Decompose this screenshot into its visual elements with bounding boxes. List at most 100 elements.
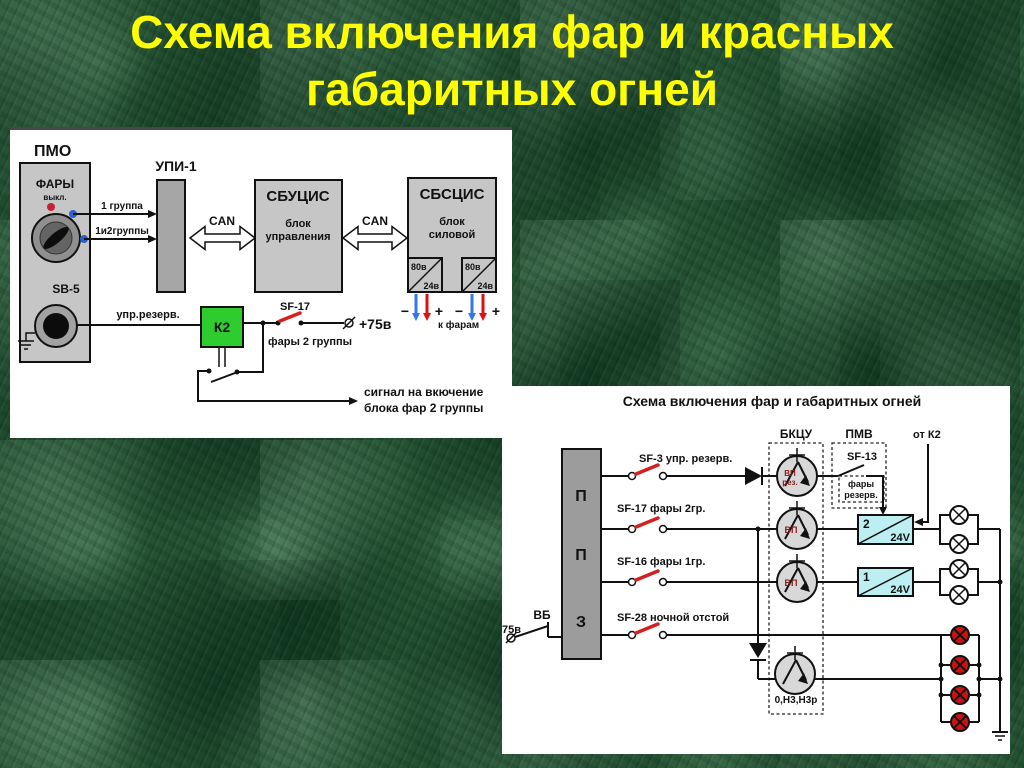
headlight-pair-1 [939, 559, 979, 605]
diagram-panel-headlight-control: ПМО ФАРЫ выкл. SB-5 1 группа 1и2групп [10, 127, 512, 438]
ppz-box [561, 448, 602, 660]
headlight-lamp-icon [949, 585, 969, 605]
sf17-breaker-icon [626, 516, 669, 535]
headlight-switch-state: выкл. [43, 193, 66, 202]
sbscis-module: СБСЦИС блок силовой 80в 24в 80в 24в [407, 177, 497, 293]
plus-sign: + [435, 303, 443, 319]
common-bus [992, 529, 1008, 741]
can2-label: CAN [362, 214, 388, 228]
sf28-label: SF-28 ночной отстой [617, 612, 729, 624]
ground-icon [18, 332, 35, 350]
vp2-label: ВП [785, 525, 798, 535]
marker-transistor-icon [774, 645, 816, 695]
diode-icon [745, 467, 763, 485]
sbucis-sub2: управления [265, 231, 330, 243]
ot-k2-feed: от К2 [913, 429, 941, 526]
can-double-arrow-icon [341, 224, 409, 252]
arrowhead [349, 397, 358, 405]
wire2-label: 1и2группы [95, 226, 149, 237]
headlight-lamp-icon [949, 534, 969, 554]
ppz-letter-z: З [576, 614, 586, 631]
sbucis-title: СБУЦИС [266, 188, 329, 205]
sbscis-title: СБСЦИС [420, 186, 485, 203]
ppz-letter-p1: П [575, 488, 587, 505]
sf3-breaker-icon [626, 463, 669, 482]
sb5-push-button-icon [34, 304, 78, 348]
to-headlights-label: к фарам [438, 319, 479, 331]
converter-1: 1 24V [857, 567, 914, 597]
sbucis-module: СБУЦИС блок управления [254, 179, 343, 293]
upi1-box [156, 179, 186, 293]
arrowhead [914, 518, 923, 526]
upr-rezerv-label: упр.резерв. [116, 309, 179, 321]
headlight-pair-2 [939, 505, 979, 554]
sf16-label: SF-16 фары 1гр. [617, 556, 705, 568]
converter-a-in: 80в [411, 262, 427, 272]
diagram-panel-marker-lights: Схема включения фар и габаритных огней Б… [502, 386, 1010, 754]
red-marker-lamp-icon [950, 625, 970, 645]
sf13-label: SF-13 [847, 451, 877, 463]
converter-b-out: 24в [477, 281, 493, 291]
k2-label: К2 [214, 319, 231, 335]
headlight-lamp-icon [949, 505, 969, 525]
red-marker-lamp-icon [950, 655, 970, 675]
vp-rez-transistor-icon [776, 447, 818, 497]
v75-label: 75в [502, 624, 521, 636]
fary2-label: фары 2 группы [268, 336, 352, 348]
marker-driver-branch: 0,Н3,Н3р [749, 529, 941, 706]
rotary-knob-icon [31, 213, 81, 263]
vp-rez-label-2: рез. [782, 478, 798, 487]
converter-1-v: 24V [890, 584, 910, 596]
headlight-lamp-icon [949, 559, 969, 579]
converter-1-num: 1 [863, 570, 870, 584]
supply-terminal-icon [506, 633, 516, 643]
sf3-label: SF-3 упр. резерв. [639, 453, 732, 465]
line-sf28: SF-28 ночной отстой [601, 612, 941, 641]
pmv-label: ПМВ [845, 427, 873, 441]
ground-icon [992, 731, 1008, 741]
arrowhead [412, 313, 420, 321]
minus-sign: − [401, 303, 409, 319]
sf28-breaker-icon [626, 622, 669, 641]
page-title: Схема включения фар и красных габаритных… [0, 4, 1024, 118]
k2-relay-box [200, 306, 244, 348]
headlight-control-diagram: ПМО ФАРЫ выкл. SB-5 1 группа 1и2групп [18, 143, 500, 415]
can-double-arrow-icon [188, 224, 257, 252]
can-bus-1: CAN [188, 214, 257, 252]
sbucis-box [254, 179, 343, 293]
diode-down-icon [749, 643, 767, 661]
line-sf3: SF-3 упр. резерв. ВП рез. SF-13 фары рез… [601, 447, 887, 515]
arrowhead [148, 235, 157, 243]
red-marker-lamp-icon [950, 685, 970, 705]
off-position-dot [47, 203, 55, 211]
can-bus-2: CAN [341, 214, 409, 252]
bkcu-label: БКЦУ [780, 427, 813, 441]
arrowhead [423, 313, 431, 321]
converter-a-out: 24в [423, 281, 439, 291]
sb5-label: SB-5 [52, 282, 80, 296]
marker-driver-label: 0,Н3,Н3р [775, 695, 818, 706]
sf17-label: SF-17 [280, 301, 310, 313]
can1-label: CAN [209, 214, 235, 228]
group-wires: 1 группа 1и2группы [73, 201, 157, 243]
output-feeds: − + − + к фарам [401, 294, 500, 331]
page-title-line-1: Схема включения фар и красных [130, 6, 894, 58]
ppz-module: П П З [561, 448, 602, 660]
signal-label-1: сигнал на вкючение [364, 385, 484, 399]
red-marker-lamp-icon [950, 712, 970, 732]
converter-b-in: 80в [465, 262, 481, 272]
panel2-title: Схема включения фар и габаритных огней [623, 393, 922, 409]
fary-rezerv-1: фары [848, 479, 874, 489]
converter-2-v: 24V [890, 532, 910, 544]
sf17-label: SF-17 фары 2гр. [617, 503, 705, 515]
converter-2: 2 24V [857, 514, 914, 545]
sbscis-sub1: блок [439, 216, 465, 228]
bkcu-dashed-box [768, 442, 824, 715]
arrowhead [879, 507, 887, 515]
vb-switch: 75в ВБ [502, 608, 562, 644]
line-sf16: SF-16 фары 1гр. ВП 1 24V [601, 553, 1003, 605]
vp1-label: ВП [785, 578, 798, 588]
minus-sign: − [455, 303, 463, 319]
wire1-label: 1 группа [101, 201, 143, 212]
